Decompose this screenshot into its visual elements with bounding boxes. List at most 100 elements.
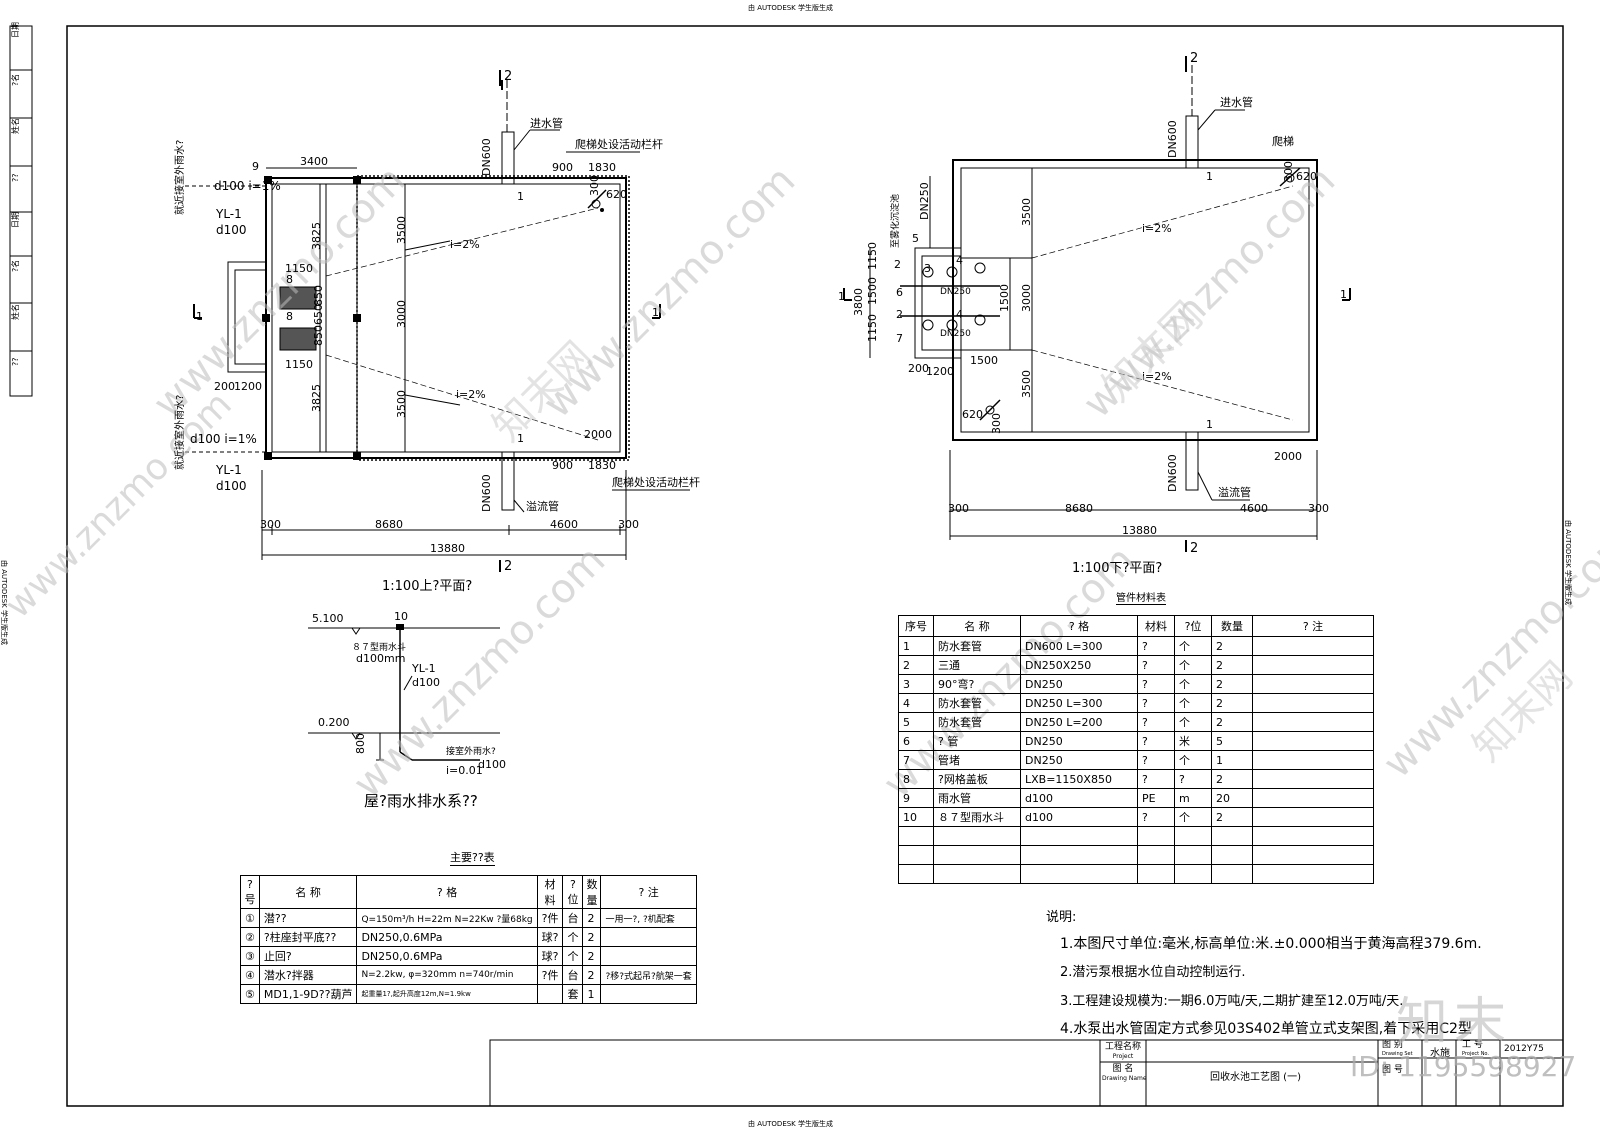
svg-text:900: 900 bbox=[552, 459, 573, 472]
svg-text:1200: 1200 bbox=[926, 365, 954, 378]
svg-text:1150: 1150 bbox=[285, 262, 313, 275]
svg-text:i=2%: i=2% bbox=[450, 238, 480, 251]
svg-text:屋?雨水排水系??: 屋?雨水排水系?? bbox=[364, 792, 478, 810]
pipe-header: 序号 bbox=[898, 615, 934, 637]
equipment-header: 材料 bbox=[536, 875, 564, 909]
svg-text:1: 1 bbox=[517, 432, 524, 445]
svg-text:3825: 3825 bbox=[310, 384, 323, 412]
equipment-header: ?位 bbox=[562, 875, 584, 909]
svg-text:由 AUTODESK 学生版生成: 由 AUTODESK 学生版生成 bbox=[0, 560, 9, 645]
svg-text:300: 300 bbox=[618, 518, 639, 531]
svg-text:0.200: 0.200 bbox=[318, 716, 350, 729]
svg-text:日期: 日期 bbox=[11, 212, 20, 228]
svg-text:1: 1 bbox=[838, 290, 845, 303]
svg-text:d100 i=1%: d100 i=1% bbox=[214, 179, 281, 193]
svg-text:3825: 3825 bbox=[310, 222, 323, 250]
svg-text:姓名: 姓名 bbox=[10, 304, 20, 320]
equipment-table-title: 主要??表 bbox=[450, 851, 495, 866]
title-block bbox=[489, 1039, 1564, 1107]
svg-text:1: 1 bbox=[517, 190, 524, 203]
lower-plan bbox=[843, 56, 1351, 552]
svg-text:?名: ?名 bbox=[10, 260, 20, 272]
svg-text:姓名: 姓名 bbox=[10, 118, 20, 134]
rain-system bbox=[308, 624, 500, 761]
svg-text:8680: 8680 bbox=[1065, 502, 1093, 515]
note-item: 3.工程建设规模为:一期6.0万吨/天,二期扩建至12.0万吨/天. bbox=[1060, 994, 1404, 1009]
svg-text:1500: 1500 bbox=[866, 277, 879, 305]
svg-text:进水管: 进水管 bbox=[1220, 95, 1253, 109]
svg-text:3500: 3500 bbox=[395, 390, 408, 418]
svg-text:由 AUTODESK 学生版生成: 由 AUTODESK 学生版生成 bbox=[748, 3, 833, 12]
watermark-id: ID: 1195598927 bbox=[1350, 1050, 1577, 1083]
svg-text:1500: 1500 bbox=[970, 354, 998, 367]
svg-text:7: 7 bbox=[896, 332, 903, 345]
equipment-header: ? 注 bbox=[600, 875, 697, 909]
tb-drawing-name: 回收水池工艺图 (一) bbox=[1210, 1072, 1301, 1083]
equipment-header: 名 称 bbox=[258, 875, 358, 909]
svg-text:就近接室外雨水?: 就近接室外雨水? bbox=[173, 395, 186, 470]
svg-text:i=2%: i=2% bbox=[1142, 370, 1172, 383]
svg-text:800: 800 bbox=[354, 733, 367, 754]
svg-text:d100: d100 bbox=[478, 758, 506, 771]
tb-no-value: 2012Y75 bbox=[1504, 1044, 1544, 1054]
tb-set-value: 水施 bbox=[1430, 1048, 1450, 1059]
equipment-header: ? 格 bbox=[356, 875, 538, 909]
svg-text:1: 1 bbox=[1206, 170, 1213, 183]
svg-text:YL-1: YL-1 bbox=[215, 463, 242, 477]
svg-text:i=2%: i=2% bbox=[456, 388, 486, 401]
svg-text:650: 650 bbox=[312, 304, 325, 325]
svg-text:DN600: DN600 bbox=[480, 474, 493, 512]
svg-text:1:100上?平面?: 1:100上?平面? bbox=[382, 579, 472, 594]
svg-text:2: 2 bbox=[1190, 541, 1198, 556]
note-item: 2.潜污泵根据水位自动控制运行. bbox=[1060, 965, 1246, 980]
pipe-header: ? 格 bbox=[1020, 615, 1138, 637]
svg-text:4: 4 bbox=[956, 308, 963, 321]
svg-text:1200: 1200 bbox=[234, 380, 262, 393]
svg-text:www.znzmo.com: www.znzmo.com bbox=[0, 384, 240, 626]
svg-text:850: 850 bbox=[312, 325, 325, 346]
upper-plan bbox=[185, 70, 690, 572]
svg-text:2000: 2000 bbox=[1274, 450, 1302, 463]
svg-text:10: 10 bbox=[394, 610, 408, 623]
svg-text:８７型雨水斗: ８７型雨水斗 bbox=[352, 641, 406, 653]
svg-text:1150: 1150 bbox=[285, 358, 313, 371]
svg-text:就近接室外雨水?: 就近接室外雨水? bbox=[173, 140, 186, 215]
svg-text:3000: 3000 bbox=[1020, 284, 1033, 312]
svg-text:1:100下?平面?: 1:100下?平面? bbox=[1072, 561, 1162, 576]
left-strip bbox=[9, 25, 33, 397]
svg-text:i=0.01: i=0.01 bbox=[446, 764, 483, 777]
svg-text:DN600: DN600 bbox=[1166, 120, 1179, 158]
svg-text:300: 300 bbox=[1308, 502, 1329, 515]
svg-text:YL-1: YL-1 bbox=[411, 662, 436, 675]
svg-text:??: ?? bbox=[11, 358, 20, 367]
svg-text:6: 6 bbox=[896, 286, 903, 299]
svg-text:5: 5 bbox=[912, 232, 919, 245]
svg-text:2: 2 bbox=[896, 308, 903, 321]
svg-text:300: 300 bbox=[260, 518, 281, 531]
svg-text:300: 300 bbox=[588, 175, 601, 196]
svg-text:2: 2 bbox=[504, 69, 512, 84]
table-row bbox=[898, 826, 1374, 846]
svg-text:溢流管: 溢流管 bbox=[1218, 485, 1251, 499]
notes-heading: 说明: bbox=[1046, 910, 1077, 925]
svg-text:3500: 3500 bbox=[395, 216, 408, 244]
svg-text:进水管: 进水管 bbox=[530, 116, 563, 130]
svg-text:2: 2 bbox=[1190, 51, 1198, 66]
equipment-header: 数量 bbox=[582, 875, 602, 909]
svg-text:3500: 3500 bbox=[1020, 370, 1033, 398]
svg-text:1830: 1830 bbox=[588, 161, 616, 174]
